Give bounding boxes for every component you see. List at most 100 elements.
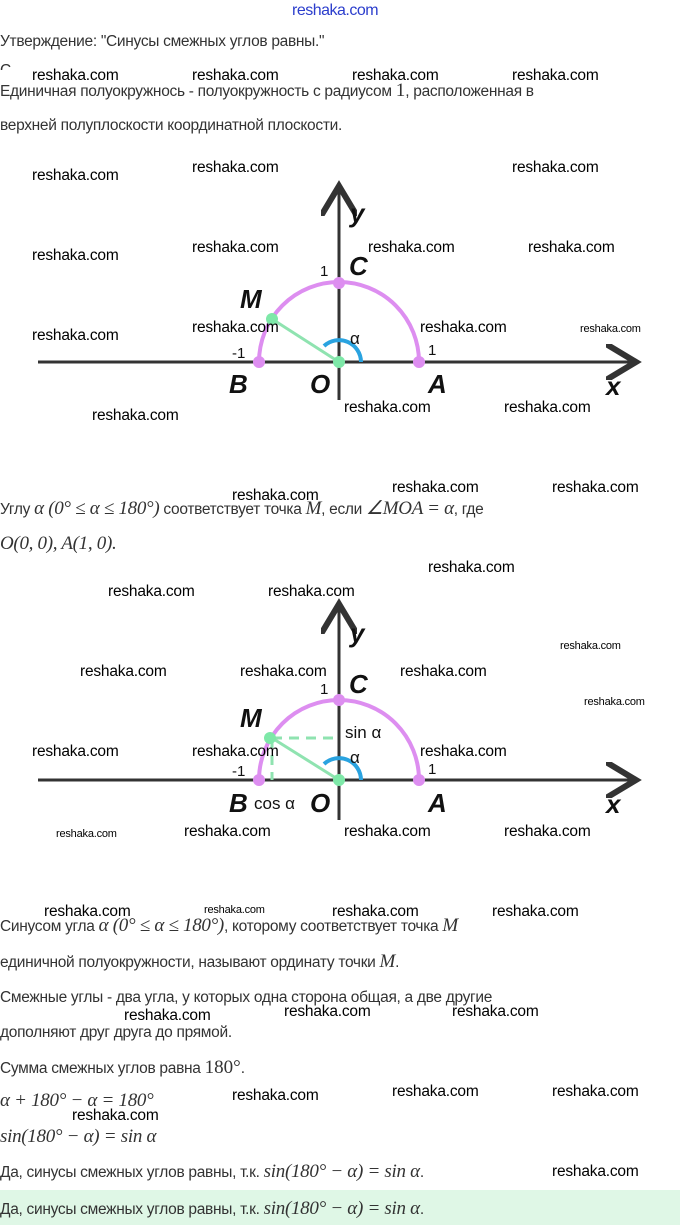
tick-1-x: 1 <box>428 342 436 359</box>
watermark: reshaka.com <box>32 247 119 264</box>
watermark: reshaka.com <box>44 903 131 920</box>
sin-label: sin α <box>345 723 381 742</box>
cos-label: cos α <box>254 794 295 813</box>
watermark: reshaka.com <box>400 663 487 680</box>
watermark: reshaka.com <box>368 239 455 256</box>
watermark: reshaka.com <box>428 559 515 576</box>
conclusion: Да, синусы смежных углов равны, т.к. sin… <box>0 1161 424 1183</box>
watermark: reshaka.com <box>352 67 439 84</box>
label-o: O <box>310 788 330 818</box>
watermark: reshaka.com <box>192 67 279 84</box>
watermark: reshaka.com <box>580 323 641 335</box>
watermark: reshaka.com <box>584 696 645 708</box>
math: α (0° ≤ α ≤ 180°) <box>98 915 225 936</box>
text: . <box>419 1164 424 1181</box>
watermark: reshaka.com <box>504 823 591 840</box>
unit-semicircle-line1: Единичная полуокружнось - полуокружность… <box>0 80 534 102</box>
label-c: C <box>349 251 369 281</box>
sum-statement: Сумма смежных углов равна 180°. <box>0 1057 245 1079</box>
text: , расположенная в <box>405 83 534 100</box>
math: sin(180° − α) = sin α <box>263 1161 420 1182</box>
angle-arc <box>322 338 363 363</box>
alpha-label: α <box>350 329 360 348</box>
adjacent-definition-line2: дополняют друг друга до прямой. <box>0 1024 232 1041</box>
text: соответствует точка <box>159 501 306 518</box>
watermark: reshaka.com <box>512 159 599 176</box>
text: , которому соответствует точка <box>223 918 443 935</box>
text: единичной полуокружности, называют ордин… <box>0 954 380 971</box>
watermark: reshaka.com <box>420 319 507 336</box>
watermark: reshaka.com <box>92 407 179 424</box>
watermark: reshaka.com <box>392 1083 479 1100</box>
label-b: B <box>229 788 248 818</box>
angle-definition-line2: O(0, 0), A(1, 0). <box>0 533 117 554</box>
watermark: reshaka.com <box>32 327 119 344</box>
unit-semicircle-diagram: y x C M B O A 1 1 -1 α <box>38 0 680 401</box>
point-c-dot <box>333 277 345 289</box>
label-m: M <box>240 703 263 733</box>
text: . <box>395 954 400 971</box>
y-axis-label: y <box>348 198 366 228</box>
watermark: reshaka.com <box>332 903 419 920</box>
math: ∠MOA = α <box>366 498 454 519</box>
site-watermark-header[interactable]: reshaka.com <box>292 2 379 19</box>
watermark: reshaka.com <box>192 319 279 336</box>
watermark: reshaka.com <box>392 479 479 496</box>
watermark: reshaka.com <box>32 167 119 184</box>
label-m: M <box>240 284 263 314</box>
watermark: reshaka.com <box>344 399 431 416</box>
unit-semicircle-line2: верхней полуплоскости координатной плоск… <box>0 117 342 134</box>
math: sin(180° − α) = sin α <box>263 1198 420 1219</box>
text: Углу <box>0 501 35 518</box>
watermark: reshaka.com <box>284 1003 371 1020</box>
label-a: A <box>427 369 447 399</box>
point-b-dot <box>253 356 265 368</box>
x-axis-label: x <box>604 789 622 819</box>
watermark: reshaka.com <box>124 1007 211 1024</box>
watermark: reshaka.com <box>512 67 599 84</box>
y-axis-label: y <box>348 618 366 648</box>
text: . <box>240 1060 245 1077</box>
angle-arc <box>322 756 363 781</box>
radius-om <box>271 736 340 782</box>
watermark: reshaka.com <box>232 1087 319 1104</box>
watermark: reshaka.com <box>192 239 279 256</box>
hidden-char: С <box>0 62 11 70</box>
point-o-dot <box>333 774 345 786</box>
watermark: reshaka.com <box>528 239 615 256</box>
tick-1-x: 1 <box>428 761 436 778</box>
sine-definition-line1: Синусом угла α (0° ≤ α ≤ 180°), которому… <box>0 915 458 937</box>
adjacent-definition-line1: Смежные углы - два угла, у которых одна … <box>0 989 493 1006</box>
sine-definition-line2: единичной полуокружности, называют ордин… <box>0 951 399 973</box>
answer-box: Да, синусы смежных углов равны, т.к. sin… <box>0 1190 680 1225</box>
text: Единичная полуокружнось - полуокружность… <box>0 83 396 100</box>
watermark: reshaka.com <box>268 583 355 600</box>
watermark: reshaka.com <box>552 1163 639 1180</box>
statement: Утверждение: "Синусы смежных углов равны… <box>0 33 325 50</box>
watermark: reshaka.com <box>56 828 117 840</box>
tick-minus-1: -1 <box>232 345 245 362</box>
radius-om <box>271 317 340 364</box>
x-axis-label: x <box>604 371 622 401</box>
label-c: C <box>349 669 369 699</box>
text: , где <box>453 501 484 518</box>
angle-definition-line1: Углу α (0° ≤ α ≤ 180°) соответствует точ… <box>0 497 484 520</box>
watermark: reshaka.com <box>560 640 621 652</box>
watermark: reshaka.com <box>552 1083 639 1100</box>
alpha-label: α <box>350 748 360 767</box>
watermark: reshaka.com <box>420 743 507 760</box>
tick-minus-1: -1 <box>232 763 245 780</box>
watermark: reshaka.com <box>552 479 639 496</box>
text: Да, синусы смежных углов равны, т.к. <box>0 1201 264 1218</box>
point-c-dot <box>333 694 345 706</box>
watermark: reshaka.com <box>192 159 279 176</box>
watermark: reshaka.com <box>204 904 265 916</box>
watermark: reshaka.com <box>504 399 591 416</box>
tick-1-y: 1 <box>320 263 328 280</box>
text: Да, синусы смежных углов равны, т.к. <box>0 1164 264 1181</box>
answer-text: Да, синусы смежных углов равны, т.к. sin… <box>0 1198 424 1220</box>
point-b-dot <box>253 774 265 786</box>
text: Синусом угла <box>0 918 99 935</box>
label-o: O <box>310 369 330 399</box>
watermark: reshaka.com <box>80 663 167 680</box>
